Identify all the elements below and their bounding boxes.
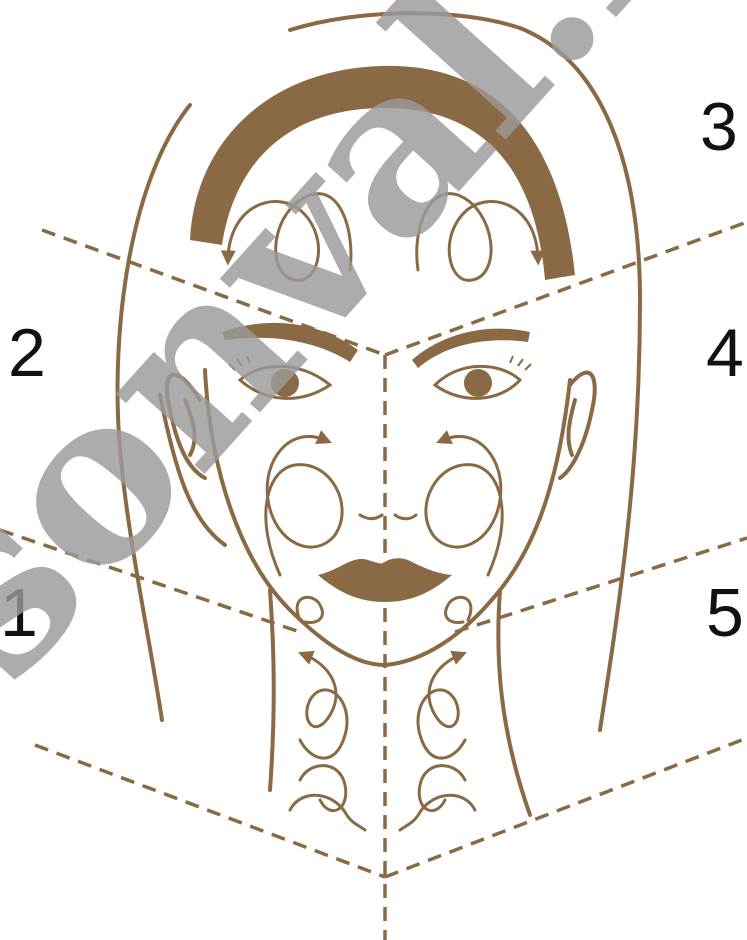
zone-4-label: 4 xyxy=(706,315,744,391)
watermark-text: sonval.b xyxy=(0,0,747,727)
nose xyxy=(360,515,416,519)
zone-3-label: 3 xyxy=(700,89,738,165)
zone-5-label: 5 xyxy=(706,575,744,651)
